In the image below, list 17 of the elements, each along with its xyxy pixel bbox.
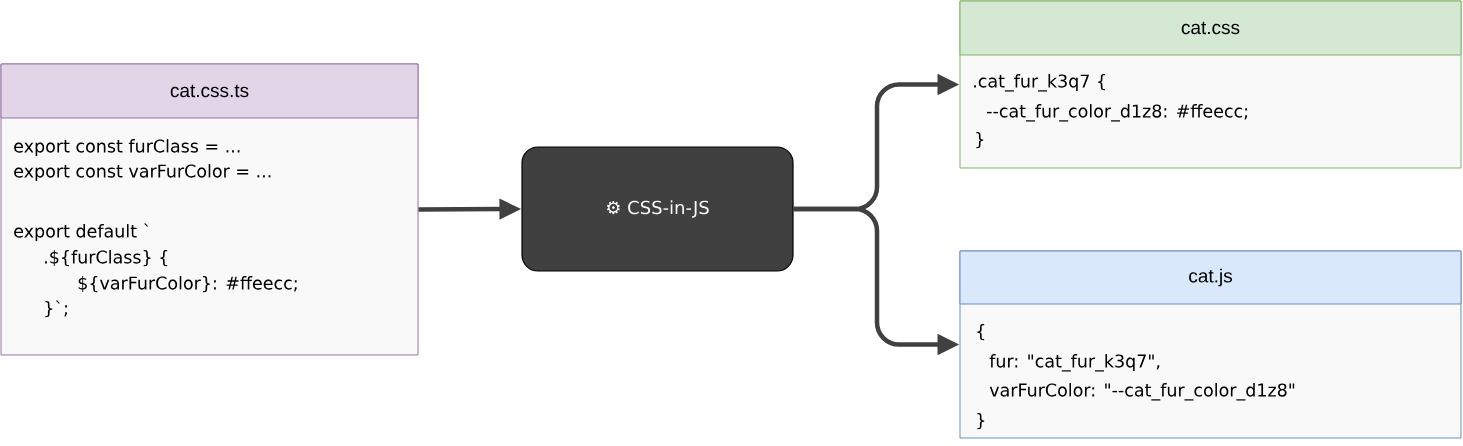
- code-line: export default `: [14, 223, 149, 242]
- code-line: {: [977, 324, 985, 341]
- code-line: varFurColor: "--cat_fur_color_d1z8": [989, 383, 1295, 401]
- code-line: }: [977, 413, 985, 430]
- file-box: cat.css.ts export const furClass = ... export const varFurColor = ... export default ` .${furClass} { ${varFurColor}: #ffeecc; }`;: [0, 63, 419, 356]
- code-line: fur: "cat_fur_k3q7",: [989, 354, 1160, 372]
- code-line: .${furClass} {: [45, 250, 168, 267]
- code-line: --cat_fur_color_d1z8: #ffeecc;: [987, 104, 1248, 122]
- code-line: .cat_fur_k3q7 {: [974, 74, 1105, 92]
- code-line: }: [976, 132, 984, 149]
- code-line: ${varFurColor}: #ffeecc;: [78, 276, 297, 293]
- code-line: export const varFurColor = ...: [14, 164, 271, 182]
- code-line: export const furClass = ...: [14, 139, 240, 157]
- process-box: ⚙ CSS-in-JS: [521, 146, 794, 272]
- code-line: }`;: [45, 300, 67, 318]
- file-box: cat.js { fur: "cat_fur_k3q7", varFurColor: "--cat_fur_color_d1z8" }: [959, 250, 1462, 439]
- file-box: cat.css .cat_fur_k3q7 { --cat_fur_color_d1z8: #ffeecc; }: [959, 0, 1462, 169]
